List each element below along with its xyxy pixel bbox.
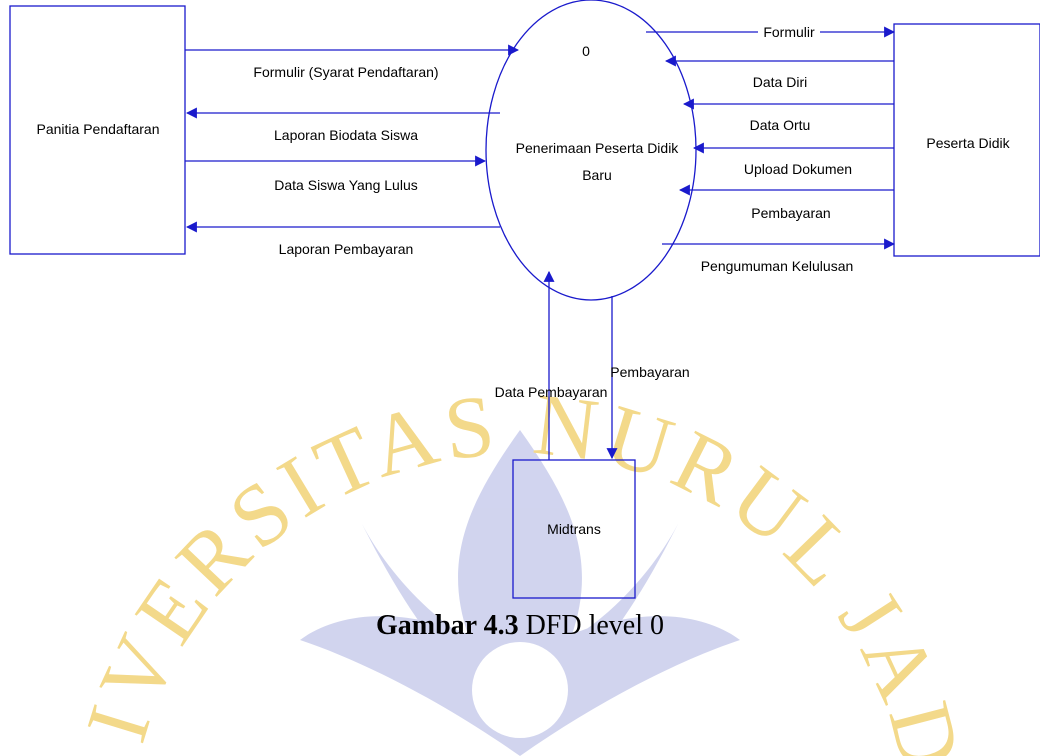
flow-data-diri-label: Data Diri bbox=[753, 74, 807, 90]
flow-lines-bottom bbox=[543, 270, 618, 460]
process-0: 0 Penerimaan Peserta Didik Baru bbox=[485, 0, 697, 301]
flow-formulir-label: Formulir bbox=[763, 24, 815, 40]
flow-pembayaran-midtrans-label: Pembayaran bbox=[610, 364, 689, 380]
flow-data-pembayaran-label: Data Pembayaran bbox=[495, 384, 608, 400]
entity-panitia-label: Panitia Pendaftaran bbox=[37, 121, 160, 137]
flow-upload-dokumen-label: Upload Dokumen bbox=[744, 161, 852, 177]
caption-text: DFD level 0 bbox=[518, 610, 665, 641]
entity-midtrans: Midtrans bbox=[512, 459, 636, 599]
flow-lines-right bbox=[646, 26, 896, 250]
flow-formulir-syarat-label: Formulir (Syarat Pendaftaran) bbox=[253, 64, 438, 80]
caption-number: Gambar 4.3 bbox=[375, 610, 519, 641]
flow-lines-left bbox=[185, 44, 520, 233]
flow-laporan-biodata-label: Laporan Biodata Siswa bbox=[274, 127, 418, 143]
flow-laporan-pembayaran-label: Laporan Pembayaran bbox=[279, 241, 414, 257]
entity-peserta-didik: Peserta Didik bbox=[893, 23, 1040, 257]
watermark-emblem bbox=[300, 430, 740, 756]
entity-peserta-label: Peserta Didik bbox=[926, 135, 1010, 151]
figure-caption: Gambar 4.3 DFD level 0 bbox=[0, 610, 1040, 642]
flow-data-ortu-label: Data Ortu bbox=[750, 117, 811, 133]
entity-panitia-pendaftaran: Panitia Pendaftaran bbox=[9, 5, 186, 255]
process-label-line1: Penerimaan Peserta Didik bbox=[516, 140, 680, 156]
flow-pembayaran-peserta-label: Pembayaran bbox=[751, 205, 830, 221]
entity-midtrans-label: Midtrans bbox=[547, 521, 601, 537]
process-label-line2: Baru bbox=[582, 167, 612, 183]
process-number: 0 bbox=[582, 43, 590, 59]
flow-data-siswa-lulus-label: Data Siswa Yang Lulus bbox=[274, 177, 417, 193]
flow-pengumuman-label: Pengumuman Kelulusan bbox=[701, 258, 854, 274]
